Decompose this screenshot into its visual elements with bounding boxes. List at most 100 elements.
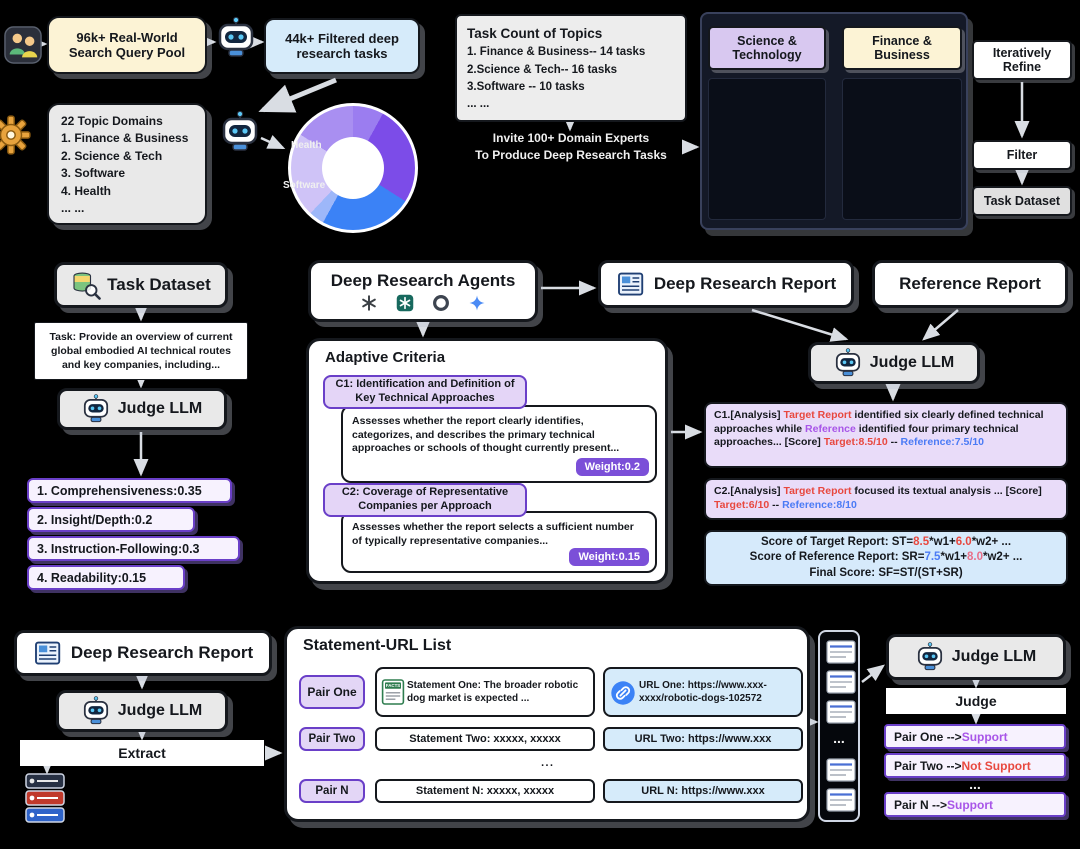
gemini-spark-icon [468, 294, 486, 312]
teal-agent-logo-icon [396, 294, 414, 312]
doc-icon [826, 788, 856, 812]
criterion-weight-item: 3. Instruction-Following:0.3 [27, 536, 240, 561]
adaptive-criteria-box: Adaptive Criteria C1: Identification and… [306, 338, 668, 588]
criterion-weight-item: 1. Comprehensiveness:0.35 [27, 478, 232, 503]
criterion-c2-desc: Assesses whether the report selects a su… [352, 521, 634, 547]
newspaper-icon [33, 638, 63, 668]
task-example-box: Task: Provide an overview of current glo… [34, 322, 248, 380]
reference-report-box: Reference Report [872, 260, 1068, 308]
donut-hole [322, 137, 384, 199]
adaptive-criteria-title: Adaptive Criteria [325, 349, 446, 366]
verdict-row: Pair One --> Support [884, 724, 1066, 749]
c2-analysis-result-box: C2.[Analysis] Target Report focused its … [704, 478, 1068, 520]
final-score-formula: Final Score: SF=ST/(ST+SR) [809, 566, 963, 579]
url-text: URL One: https://www.xxx-xxxx/robotic-do… [639, 680, 767, 704]
url-text: URL N: https://www.xxx [641, 785, 765, 797]
final-score-box: Score of Target Report: ST=8.5*w1+6.0*w2… [704, 530, 1068, 586]
donut-label-health: Health [291, 140, 322, 151]
criterion-c1-label-box: C1: Identification and Definition of Key… [323, 375, 527, 409]
doc-icon [826, 700, 856, 724]
more-rows-ellipsis: ... [540, 753, 554, 770]
judge-llm-box-2: Judge LLM [808, 342, 980, 384]
pair-label: Pair One [307, 685, 357, 699]
criterion-c1-weight-badge: Weight:0.2 [575, 457, 649, 476]
filtered-tasks-label: 44k+ Filtered deep research tasks [285, 31, 399, 61]
task-dataset-small-label: Task Dataset [983, 194, 1061, 208]
judge-llm-label: Judge LLM [951, 648, 1037, 665]
database-search-icon [71, 270, 101, 300]
criterion-c2-desc-box: Assesses whether the report selects a su… [341, 511, 657, 573]
deep-research-report-box-2: Deep Research Report [14, 630, 272, 676]
panel-finance-business-label: Finance & Business [872, 34, 932, 62]
criterion-c2-label-box: C2: Coverage of Representative Companies… [323, 483, 527, 517]
newspaper-icon [616, 269, 646, 299]
robot-icon [834, 348, 862, 378]
robot-icon [220, 110, 260, 154]
finance-task-preview [842, 78, 962, 220]
ring-agent-logo-icon [432, 294, 450, 312]
criterion-c1-label: C1: Identification and Definition of Key… [335, 378, 515, 404]
deep-research-report-box: Deep Research Report [598, 260, 854, 308]
statement-cell: Statement N: xxxxx, xxxxx [375, 779, 595, 803]
verdict-row: Pair Two --> Not Support [884, 753, 1066, 778]
statement-text: Statement N: xxxxx, xxxxx [415, 785, 555, 797]
science-task-preview [708, 78, 826, 220]
pair-badge: Pair One [299, 675, 365, 709]
robot-icon [82, 394, 110, 424]
criterion-c1-desc: Assesses whether the report clearly iden… [352, 415, 620, 455]
task-count-item: 3.Software -- 10 tasks [467, 80, 585, 93]
topic-domains-title: 22 Topic Domains [61, 114, 163, 128]
robot-icon [216, 16, 256, 60]
more-criteria-ellipsis: ... [480, 571, 494, 588]
criterion-weight-item: 2. Insight/Depth:0.2 [27, 507, 195, 532]
robot-icon [82, 696, 110, 726]
facts-card-icon [381, 678, 405, 706]
doc-icon [826, 640, 856, 664]
invite-line-2: To Produce Deep Research Tasks [475, 147, 667, 162]
reference-report-label: Reference Report [899, 274, 1041, 293]
criterion-c2-weight-badge: Weight:0.15 [569, 547, 649, 566]
statement-cell: Statement One: The broader robotic dog m… [375, 667, 595, 717]
topic-domain-item: 2. Science & Tech [61, 148, 163, 163]
task-count-title: Task Count of Topics [467, 26, 603, 41]
statement-text: Statement One: The broader robotic dog m… [407, 680, 579, 704]
deep-research-report-label: Deep Research Report [653, 274, 837, 293]
deep-research-agents-box: Deep Research Agents [308, 260, 538, 322]
criterion-weight-item: 4. Readability:0.15 [27, 565, 185, 590]
gear-icon [0, 114, 32, 156]
invite-line-1: Invite 100+ Domain Experts [492, 131, 650, 145]
pair-label: Pair N [315, 785, 349, 797]
verdict-row: Pair N --> Support [884, 792, 1066, 817]
invite-experts-note: Invite 100+ Domain Experts To Produce De… [452, 130, 690, 164]
criterion-label: 1. Comprehensiveness:0.35 [37, 483, 202, 498]
url-cell: URL Two: https://www.xxx [603, 727, 803, 751]
judge-llm-box-3: Judge LLM [56, 690, 228, 732]
donut-label-software: Software [283, 180, 326, 191]
panel-science-tech-label: Science & Technology [732, 34, 802, 62]
panel-science-tech-box: Science & Technology [708, 26, 826, 70]
reference-score-formula: Score of Reference Report: SR=7.5*w1+8.0… [749, 551, 1023, 564]
criterion-label: 4. Readability:0.15 [37, 570, 147, 585]
query-pool-box: 96k+ Real-World Search Query Pool [47, 16, 207, 74]
filtered-tasks-box: 44k+ Filtered deep research tasks [264, 18, 420, 74]
judge-llm-label: Judge LLM [869, 354, 955, 371]
doc-icon [826, 670, 856, 694]
criterion-label: 2. Insight/Depth:0.2 [37, 512, 153, 527]
doc-stack-ellipsis: ... [833, 730, 845, 746]
statement-cell: Statement Two: xxxxx, xxxxx [375, 727, 595, 751]
doc-icon [826, 758, 856, 782]
task-count-item: 2.Science & Tech-- 16 tasks [467, 63, 617, 76]
query-pool-label: 96k+ Real-World Search Query Pool [68, 30, 186, 60]
judge-llm-label: Judge LLM [117, 702, 203, 719]
topic-domain-item: 1. Finance & Business [61, 131, 189, 146]
url-cell: URL N: https://www.xxx [603, 779, 803, 803]
link-icon [610, 680, 636, 706]
topic-domain-item: 3. Software [61, 166, 126, 181]
topic-domains-box: 22 Topic Domains 1. Finance & Business 2… [47, 103, 207, 225]
task-count-item: ... ... [467, 98, 490, 110]
filter-box: Filter [972, 140, 1072, 170]
judge-bar: Judge [886, 688, 1066, 714]
experts-avatar-icon [4, 26, 42, 64]
task-example-text: Task: Provide an overview of current glo… [49, 330, 233, 372]
task-dataset-label: Task Dataset [107, 275, 211, 294]
